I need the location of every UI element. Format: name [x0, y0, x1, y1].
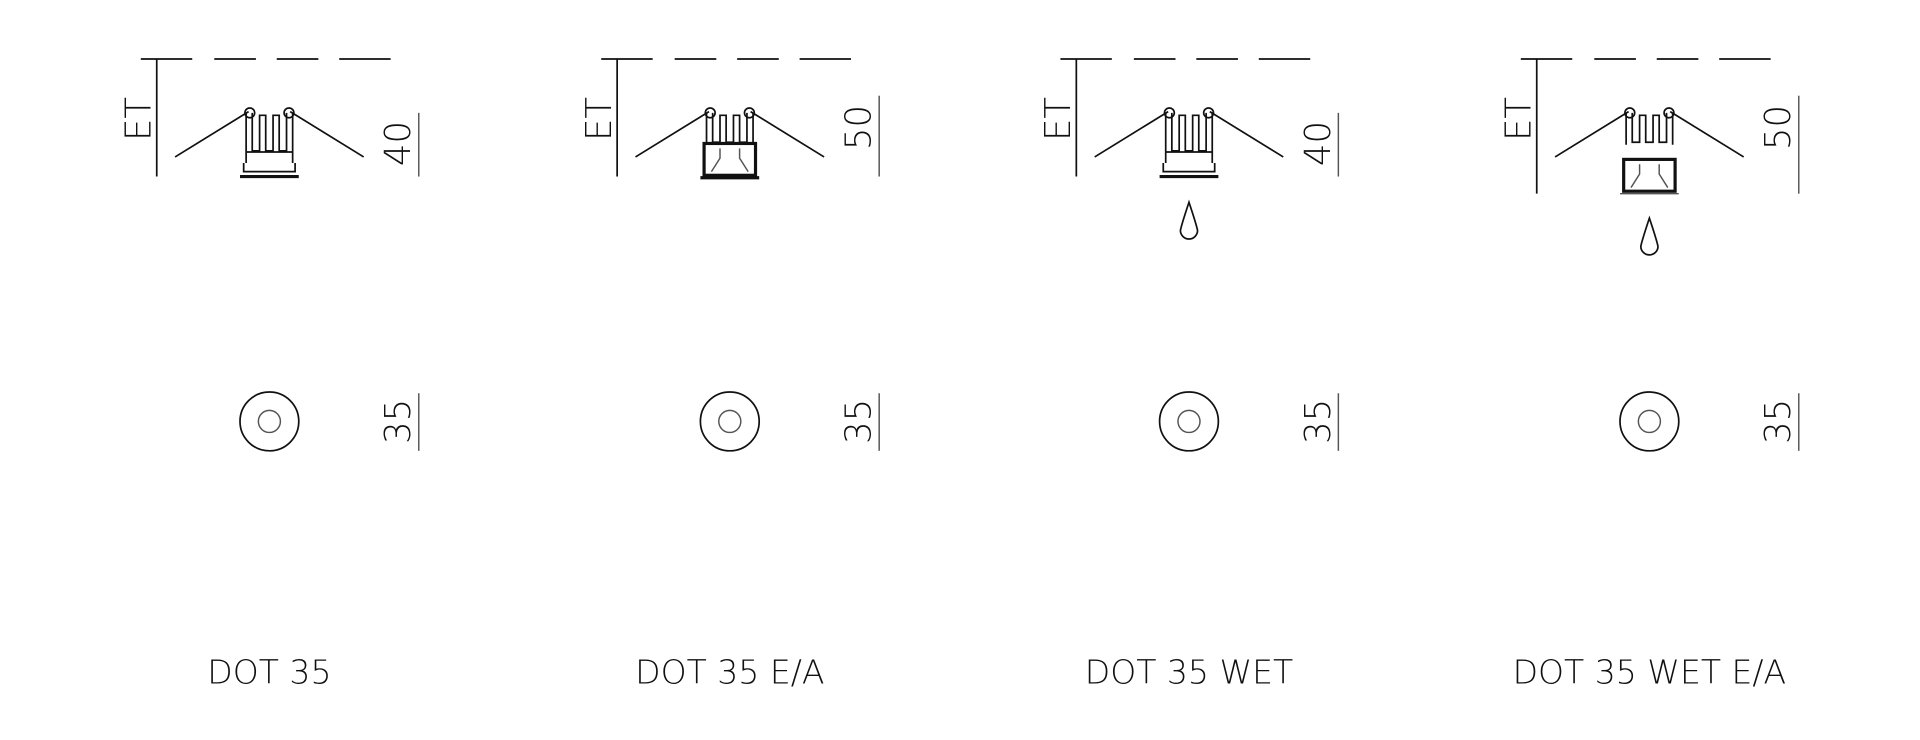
diameter-dimension: 35 [839, 399, 880, 444]
water-drop-icon [1639, 215, 1659, 256]
reflector-housing [702, 141, 758, 177]
side-view: ET 50 [579, 58, 880, 180]
front-view: 35 [239, 391, 420, 452]
diameter-dimension: 35 [1758, 399, 1799, 444]
heat-sink [1625, 112, 1674, 145]
side-view: ET 50 [1499, 58, 1800, 256]
spring-clip-right [750, 110, 825, 158]
front-view: 35 [699, 391, 880, 452]
spring-clip-right [1669, 110, 1745, 158]
height-dimension: 40 [1298, 121, 1339, 166]
side-view: ET 40 [119, 58, 420, 179]
front-view: 35 [1619, 391, 1800, 452]
lens [718, 409, 742, 434]
product-name: DOT 35 WET E/A [1513, 652, 1787, 691]
spring-clip-right [289, 110, 365, 158]
spring-clip-left [1094, 110, 1169, 158]
lens [1637, 409, 1662, 434]
lens [1177, 409, 1201, 434]
spring-clip-left [174, 110, 250, 158]
product-name: DOT 35 WET [1085, 652, 1293, 691]
et-label: ET [119, 97, 160, 141]
height-dimension: 50 [1758, 105, 1799, 150]
outer-ring [239, 391, 300, 452]
product-name: DOT 35 [207, 652, 331, 691]
et-label: ET [1038, 97, 1079, 141]
heat-sink [245, 112, 294, 164]
spring-clip-left [1554, 110, 1630, 158]
et-label: ET [579, 97, 620, 141]
reflector-housing [1622, 157, 1677, 193]
height-dimension: 40 [378, 121, 419, 166]
lens [257, 409, 282, 434]
et-label: ET [1499, 97, 1540, 141]
spring-clip-left [635, 110, 710, 158]
spring-clip-right [1209, 110, 1284, 158]
height-dimension: 50 [839, 105, 880, 150]
front-view: 35 [1158, 391, 1340, 452]
outer-ring [699, 391, 761, 452]
diameter-dimension: 35 [1298, 399, 1339, 444]
heat-sink [705, 112, 754, 145]
water-drop-icon [1179, 199, 1199, 240]
outer-ring [1158, 391, 1220, 452]
side-view: ET 40 [1038, 58, 1340, 240]
product-name: DOT 35 E/A [635, 652, 824, 691]
outer-ring [1619, 391, 1680, 452]
heat-sink [1164, 112, 1214, 164]
diameter-dimension: 35 [378, 399, 419, 444]
